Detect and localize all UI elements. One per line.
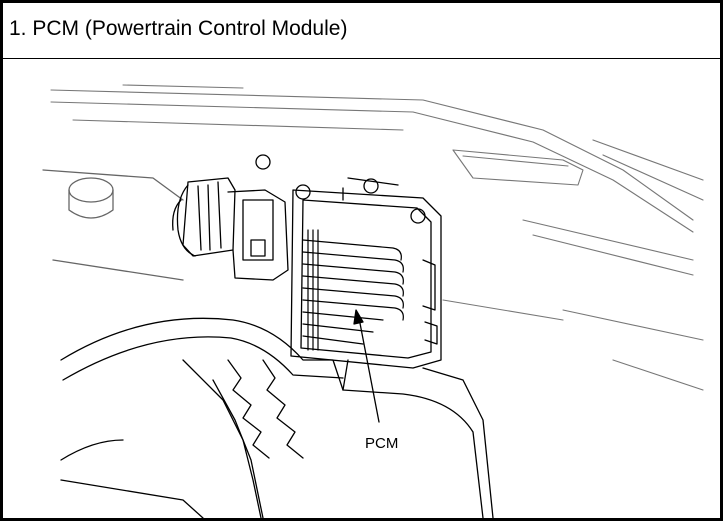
mount-boss bbox=[42, 169, 184, 281]
figure-header: 1. PCM (Powertrain Control Module) bbox=[3, 3, 720, 59]
harness-connector bbox=[172, 177, 289, 281]
pcm-callout-label: PCM bbox=[365, 435, 398, 452]
pcm-diagram: PCM bbox=[3, 60, 720, 519]
pcm-callout-leader bbox=[353, 309, 380, 423]
pcm-line-drawing: PCM bbox=[42, 84, 704, 519]
cowl-panel bbox=[50, 84, 704, 391]
lower-tray bbox=[60, 317, 494, 519]
pcm-housing bbox=[255, 154, 442, 369]
figure-title: 1. PCM (Powertrain Control Module) bbox=[9, 17, 348, 40]
pcm-cooling-fins bbox=[302, 229, 404, 351]
